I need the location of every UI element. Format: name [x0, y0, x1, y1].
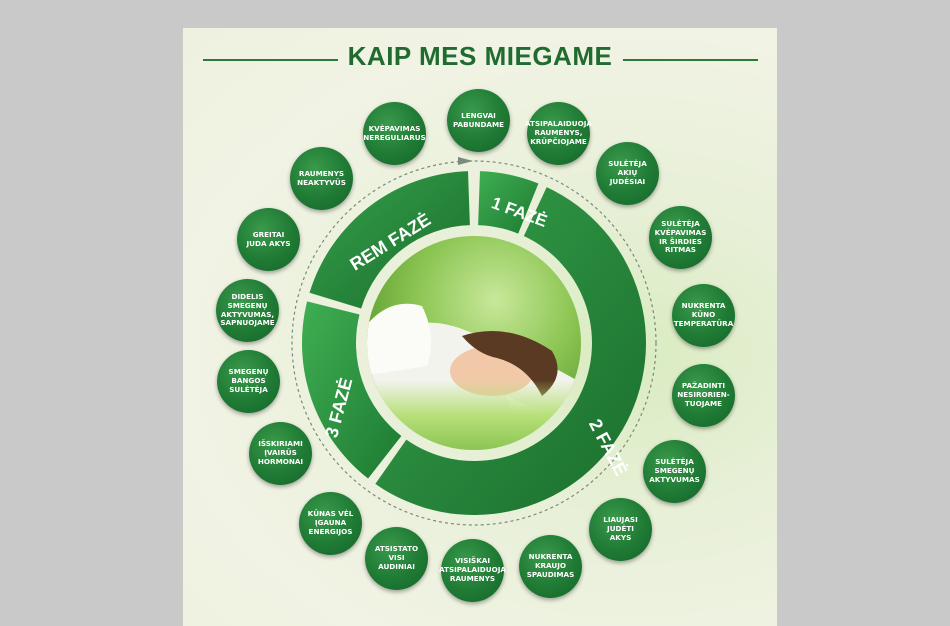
step-node-label: SULĖTĖJA KVĖPAVIMAS IR ŠIRDIES RITMAS	[654, 218, 707, 255]
step-node-label: SMEGENŲ BANGOS SULĖTĖJA	[228, 367, 269, 394]
step-node-label: IŠSKIRIAMI ĮVAIRŪS HORMONAI	[257, 439, 304, 466]
step-node-label: LENGVAI PABUNDAME	[452, 110, 505, 129]
title-rule-right	[623, 59, 758, 61]
page-title: KAIP MES MIEGAME	[347, 41, 613, 71]
phase-rem-segment	[309, 171, 470, 309]
step-node: SMEGENŲ BANGOS SULĖTĖJA	[217, 350, 280, 413]
step-node: IŠSKIRIAMI ĮVAIRŪS HORMONAI	[249, 422, 312, 485]
step-node: KŪNAS VĖL ĮGAUNA ENERGIJOS	[299, 492, 362, 555]
step-node: SULĖTĖJA AKIŲ JUDĖSIAI	[596, 142, 659, 205]
step-node-label: SULĖTĖJA SMEGENŲ AKTYVUMAS	[649, 457, 700, 484]
step-node: SULĖTĖJA SMEGENŲ AKTYVUMAS	[643, 440, 706, 503]
step-node-label: NUKRENTA KŪNO TEMPERATŪRA	[673, 301, 734, 328]
step-node: NUKRENTA KŪNO TEMPERATŪRA	[672, 284, 735, 347]
step-node: PAŽADINTI NESIRORIEN- TUOJAME	[672, 364, 735, 427]
step-node-label: RAUMENYS NEAKTYVŪS	[297, 168, 346, 187]
step-node-label: KŪNAS VĖL ĮGAUNA ENERGIJOS	[307, 509, 354, 536]
step-node-label: GREITAI JUDA AKYS	[246, 229, 291, 248]
step-node-label: LIAUJASI JUDĖTI AKYS	[603, 515, 638, 542]
step-node: RAUMENYS NEAKTYVŪS	[290, 147, 353, 210]
dotted-orbit	[291, 160, 657, 526]
title-rule-left	[203, 59, 338, 61]
step-node: SULĖTĖJA KVĖPAVIMAS IR ŠIRDIES RITMAS	[649, 206, 712, 269]
step-node-label: NUKRENTA KRAUJO SPAUDIMAS	[526, 552, 575, 579]
step-node-label: DIDELIS SMEGENŲ AKTYVUMAS, SAPNUOJAME	[220, 291, 275, 328]
step-node-label: ATSIPALAIDUOJA RAUMENYS, KRŪPČIOJAME	[525, 119, 592, 146]
sleeping-woman-photo	[367, 236, 581, 450]
step-node: GREITAI JUDA AKYS	[237, 208, 300, 271]
phase-1-segment	[478, 171, 539, 234]
step-node-label: KVĖPAVIMAS NEREGULIARUS	[363, 123, 426, 142]
step-node-label: ATSISTATO VISI AUDINIAI	[374, 544, 419, 571]
orbit-arrow-icon	[458, 157, 473, 165]
step-node: VISIŠKAI ATSIPALAIDUOJA RAUMENYS	[439, 539, 506, 602]
step-node-label: PAŽADINTI NESIRORIEN- TUOJAME	[677, 381, 730, 408]
step-node: LENGVAI PABUNDAME	[447, 89, 510, 152]
step-node: ATSISTATO VISI AUDINIAI	[365, 527, 428, 590]
step-node-label: SULĖTĖJA AKIŲ JUDĖSIAI	[608, 159, 647, 186]
step-node-label: VISIŠKAI ATSIPALAIDUOJA RAUMENYS	[439, 556, 506, 583]
step-node: ATSIPALAIDUOJA RAUMENYS, KRŪPČIOJAME	[525, 102, 592, 165]
step-node: NUKRENTA KRAUJO SPAUDIMAS	[519, 535, 582, 598]
step-node: KVĖPAVIMAS NEREGULIARUS	[363, 102, 426, 165]
step-node: DIDELIS SMEGENŲ AKTYVUMAS, SAPNUOJAME	[216, 279, 279, 342]
step-node: LIAUJASI JUDĖTI AKYS	[589, 498, 652, 561]
